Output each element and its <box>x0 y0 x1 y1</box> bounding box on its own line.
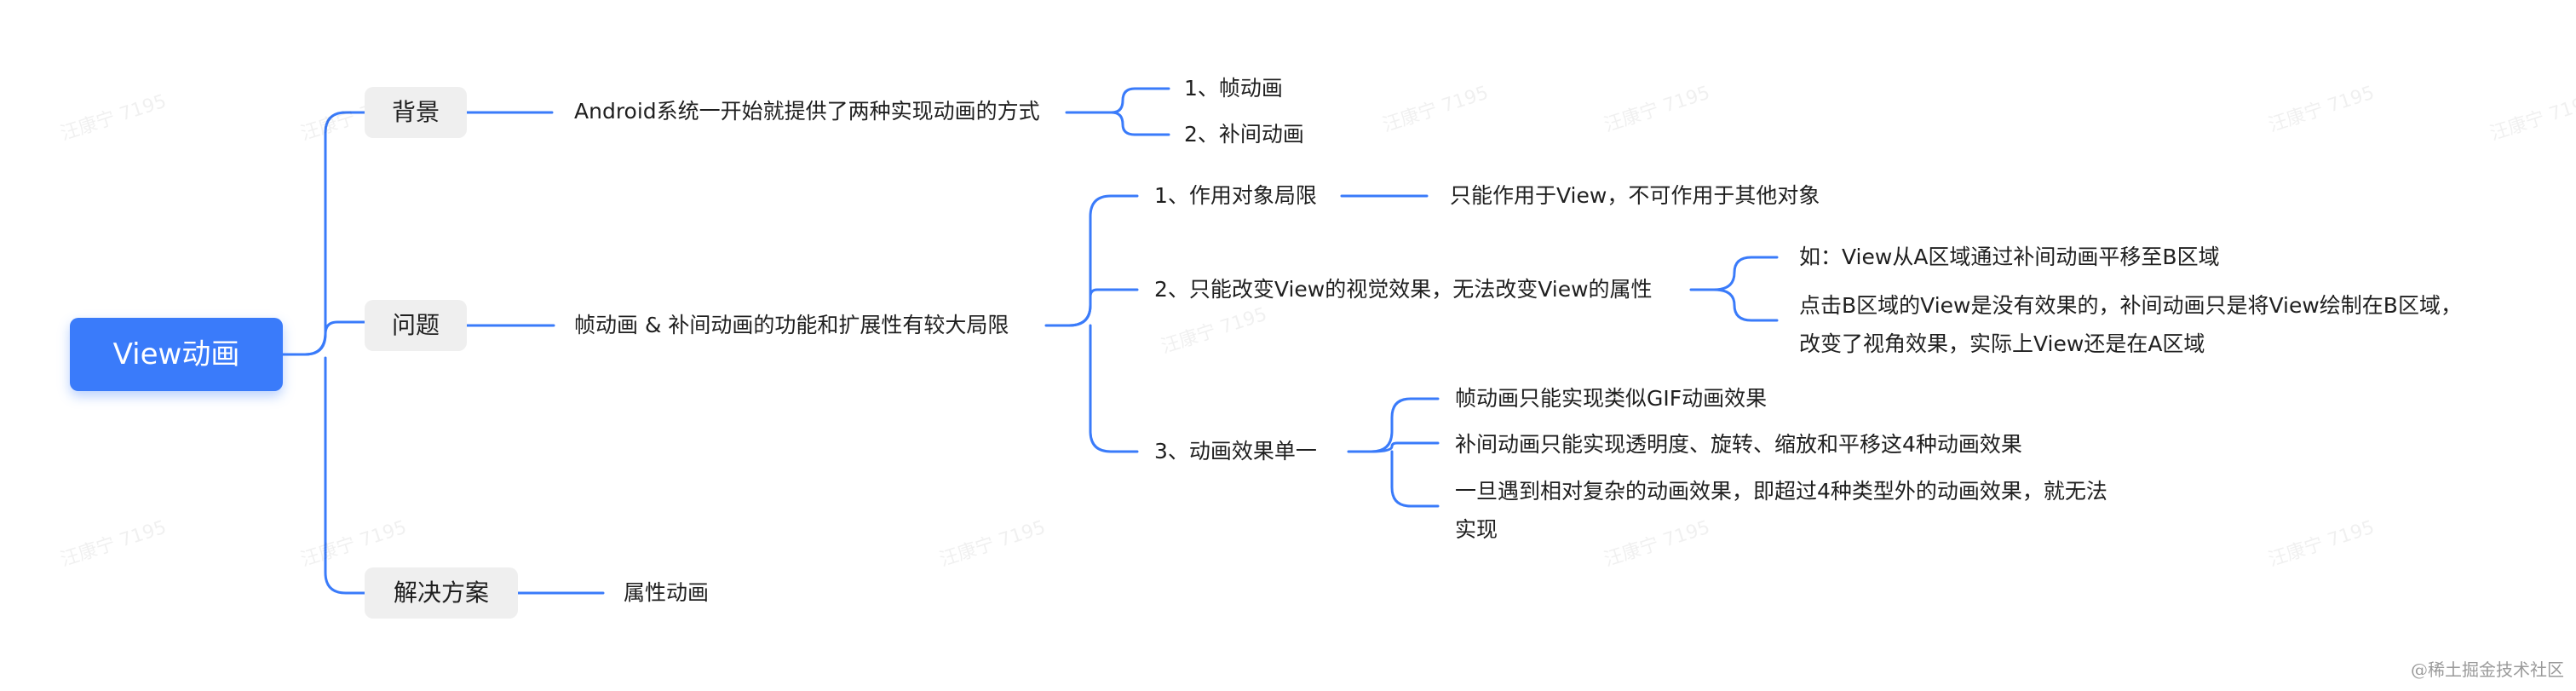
problem-text[interactable]: 帧动画 & 补间动画的功能和扩展性有较大局限 <box>574 313 1009 337</box>
background-child-2[interactable]: 2、补间动画 <box>1184 122 1304 147</box>
problem-item-3[interactable]: 3、动画效果单一 <box>1154 439 1317 464</box>
site-credit: @稀土掘金技术社区 <box>2411 659 2564 680</box>
problem-item-1-detail[interactable]: 只能作用于View，不可作用于其他对象 <box>1450 183 1820 208</box>
root-node[interactable]: View动画 <box>70 318 283 391</box>
problem-item-3-detail-3[interactable]: 一旦遇到相对复杂的动画效果，即超过4种类型外的动画效果，就无法 实现 <box>1455 472 2107 549</box>
detail-line: 改变了视角效果，实际上View还是在A区域 <box>1799 331 2205 356</box>
background-child-1[interactable]: 1、帧动画 <box>1184 76 1283 101</box>
detail-line: 点击B区域的View是没有效果的，补间动画只是将View绘制在B区域， <box>1799 293 2462 318</box>
solution-text[interactable]: 属性动画 <box>624 580 710 605</box>
problem-item-3-detail-1[interactable]: 帧动画只能实现类似GIF动画效果 <box>1455 386 1768 411</box>
problem-item-1[interactable]: 1、作用对象局限 <box>1154 183 1317 208</box>
branch-problem[interactable]: 问题 <box>365 300 467 351</box>
branch-solution[interactable]: 解决方案 <box>365 567 518 619</box>
detail-line: 一旦遇到相对复杂的动画效果，即超过4种类型外的动画效果，就无法 <box>1455 479 2107 504</box>
problem-item-2-detail-1[interactable]: 如：View从A区域通过补间动画平移至B区域 <box>1799 245 2220 269</box>
detail-line: 实现 <box>1455 517 1498 542</box>
background-text[interactable]: Android系统一开始就提供了两种实现动画的方式 <box>574 99 1040 124</box>
problem-item-2-detail-2[interactable]: 点击B区域的View是没有效果的，补间动画只是将View绘制在B区域， 改变了视… <box>1799 286 2462 363</box>
problem-item-3-detail-2[interactable]: 补间动画只能实现透明度、旋转、缩放和平移这4种动画效果 <box>1455 432 2022 457</box>
problem-item-2[interactable]: 2、只能改变View的视觉效果，无法改变View的属性 <box>1154 277 1653 302</box>
branch-background[interactable]: 背景 <box>365 87 467 138</box>
